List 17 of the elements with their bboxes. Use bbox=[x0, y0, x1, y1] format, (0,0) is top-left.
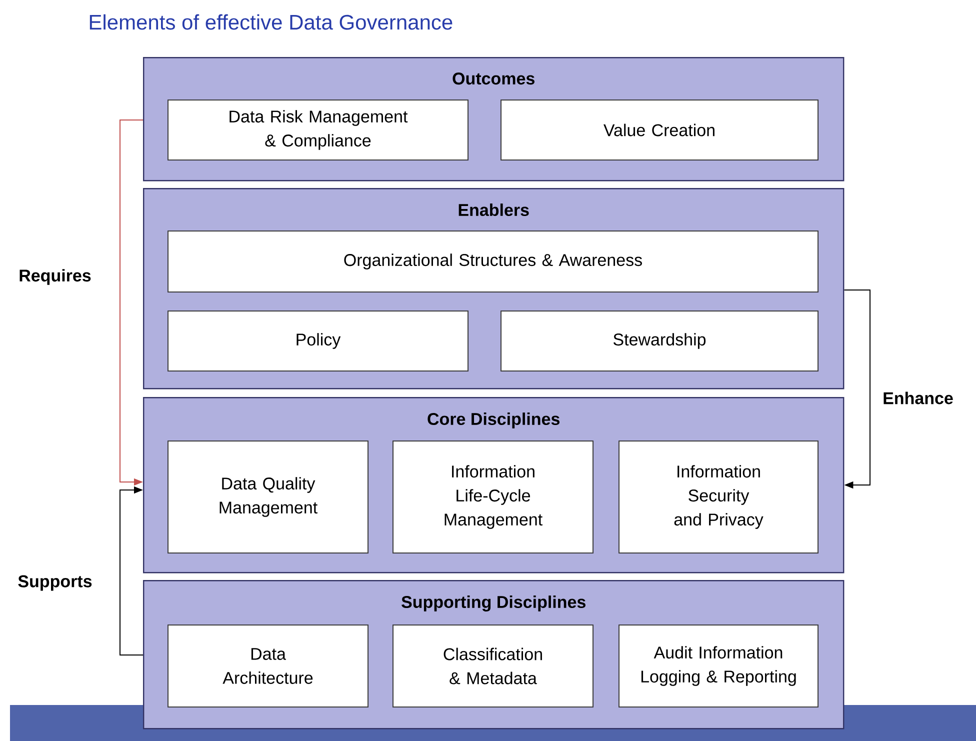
text-box: Data Quality Management bbox=[168, 440, 368, 554]
text-box: Organizational Structures & Awareness bbox=[168, 230, 818, 292]
text-box: Value Creation bbox=[500, 100, 818, 160]
arrow bbox=[844, 290, 871, 489]
text-box: Policy bbox=[168, 310, 468, 372]
text-box: Information Security and Privacy bbox=[618, 440, 818, 554]
edge-label: Enhance bbox=[884, 392, 953, 404]
arrow bbox=[120, 486, 144, 656]
edge-label: Requires bbox=[20, 269, 91, 285]
edge-label: Supports bbox=[18, 575, 92, 591]
text-box: Data Risk Management & Compliance bbox=[168, 100, 468, 160]
text-box: Information Life-Cycle Management bbox=[392, 440, 594, 554]
text-box: Classification & Metadata bbox=[392, 624, 594, 708]
text-box: Data Architecture bbox=[168, 624, 368, 708]
title: Elements of effective Data Governance bbox=[90, 14, 452, 30]
text-box: Stewardship bbox=[500, 310, 818, 372]
text-box: Audit Information Logging & Reporting bbox=[618, 624, 818, 708]
